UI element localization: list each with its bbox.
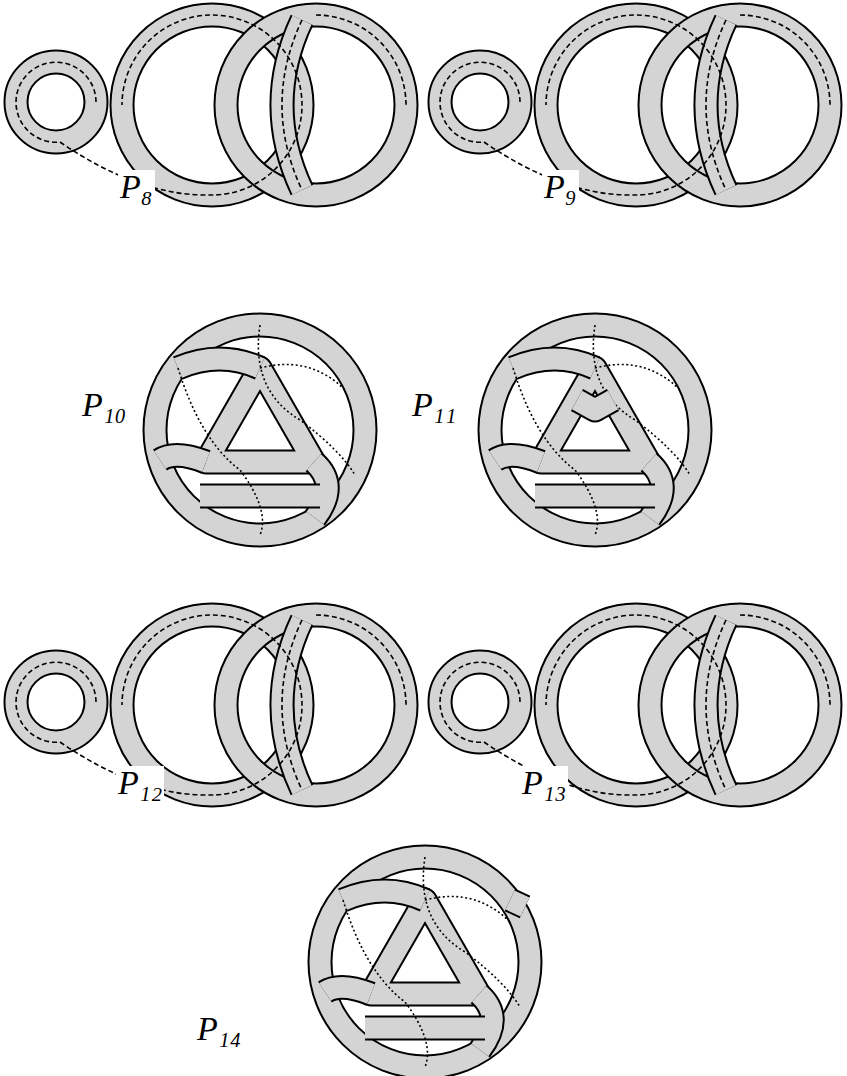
figure-label: P₁₀: [80, 388, 128, 422]
figure-label: P₁₁: [410, 388, 458, 422]
figure-label: P₉: [542, 170, 579, 204]
figure-label: P₈: [118, 170, 155, 204]
figure-label: P₁₂: [116, 766, 164, 800]
figure-label: P₁₄: [195, 1012, 243, 1046]
figure-label: P₁₃: [520, 766, 568, 800]
